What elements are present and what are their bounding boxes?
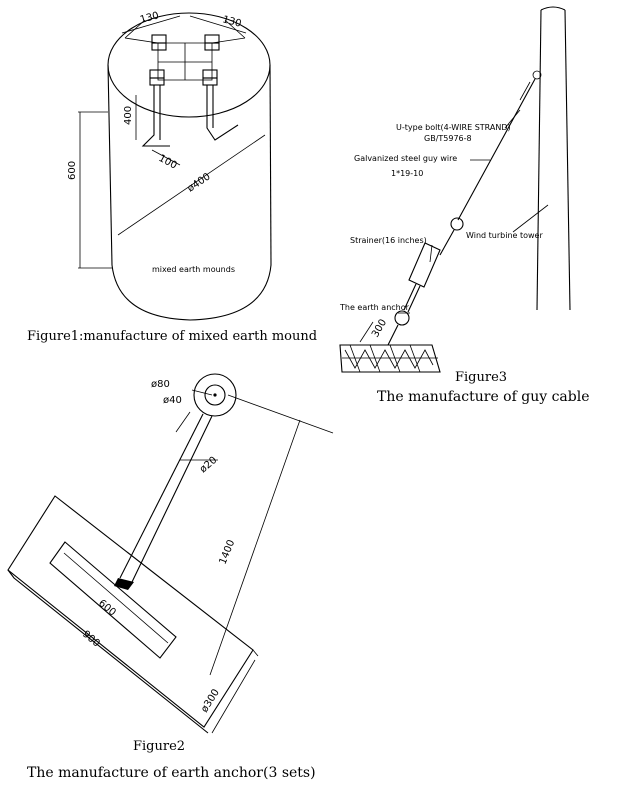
anchor-eye-inner: [204, 384, 226, 406]
dim-line-dia400: [117, 134, 266, 236]
strainer-label: Strainer(16 inches): [350, 236, 427, 245]
cylinder-left-wall: [107, 64, 113, 266]
dim-100: 100: [157, 153, 179, 172]
dim-line-100: [151, 149, 181, 166]
figure3-title: Figure3: [455, 370, 507, 385]
dim-130-right: 130: [221, 14, 242, 30]
cylinder-right-wall: [269, 64, 272, 266]
bolt-nuts: [149, 34, 220, 86]
mixed-earth-mounds-label: mixed earth mounds: [152, 265, 235, 274]
u-bolt-label: U-type bolt(4-WIRE STRAND): [396, 123, 511, 132]
dim-dia400: ø400: [186, 171, 213, 194]
dim-300-fig3: 300: [370, 317, 389, 339]
cylinder-top-ellipse: [107, 12, 271, 118]
ground-hatch: [342, 344, 438, 373]
dim-line-130-right: [189, 15, 247, 34]
ground-section: [339, 344, 441, 373]
bolt-shank-left: [141, 85, 170, 147]
dim-dia20: ø20: [198, 455, 220, 476]
figure2-earth-anchor: ø80 ø40 ø20 1400 600 900 ø300: [7, 373, 334, 734]
figure2-title: Figure2: [133, 739, 185, 754]
anchor-eye-outer: [193, 373, 237, 417]
dim-dia80: ø80: [151, 379, 170, 390]
anchor-rod-left: [119, 413, 204, 579]
anchor-rod-right: [131, 415, 213, 583]
dim-600: 600: [67, 161, 78, 180]
bolt-shank-right: [206, 85, 239, 141]
strainer-body: [408, 242, 441, 288]
bolt-grid-lines: [124, 19, 246, 80]
guy-wire-spec: 1*19-10: [391, 169, 423, 178]
figure1-cylinder: 130 130 400 100 600 ø400 mixed ear: [67, 10, 272, 321]
anchor-rod: [387, 324, 399, 346]
tower-left-edge: [536, 9, 542, 311]
guy-wire: [457, 78, 536, 221]
dim-dia40: ø40: [163, 395, 182, 406]
u-bolt-standard: GB/T5976-8: [424, 134, 472, 143]
figure2-caption: The manufacture of earth anchor(3 sets): [27, 765, 316, 781]
dim-line-130-left: [121, 15, 181, 34]
cylinder-bottom-arc: [111, 264, 272, 321]
earth-anchor-label: The earth anchor: [339, 303, 410, 312]
u-bolt: [532, 70, 542, 80]
tower-right-edge: [564, 9, 571, 311]
figure3-caption: The manufacture of guy cable: [377, 389, 590, 405]
dim-line-1400: [209, 419, 301, 676]
dim-1400: 1400: [218, 538, 238, 566]
anchor-shackle: [394, 310, 410, 326]
dim-900: 900: [80, 629, 102, 650]
anchor-inner-slot: [49, 541, 177, 659]
guy-thimble: [450, 217, 464, 231]
dim-line-dia300: [211, 659, 256, 734]
dim-400-vertical: 400: [123, 106, 134, 125]
dim-ext-top: [227, 394, 334, 434]
dim-dia300: ø300: [199, 687, 222, 714]
figure1-caption: Figure1:manufacture of mixed earth mound: [27, 329, 317, 344]
figure3-guy-cable: 300 U-type bolt(4-WIRE STRAND) GB/T5976-…: [339, 6, 571, 373]
guy-wire-label: Galvanized steel guy wire: [354, 154, 457, 163]
dim-600-fig2: 600: [96, 598, 118, 619]
dim-130-left: 130: [139, 10, 160, 26]
tower-label: Wind turbine tower: [466, 231, 543, 240]
bolt-grid-square: [157, 42, 213, 81]
anchor-outer-plate: [7, 495, 254, 728]
